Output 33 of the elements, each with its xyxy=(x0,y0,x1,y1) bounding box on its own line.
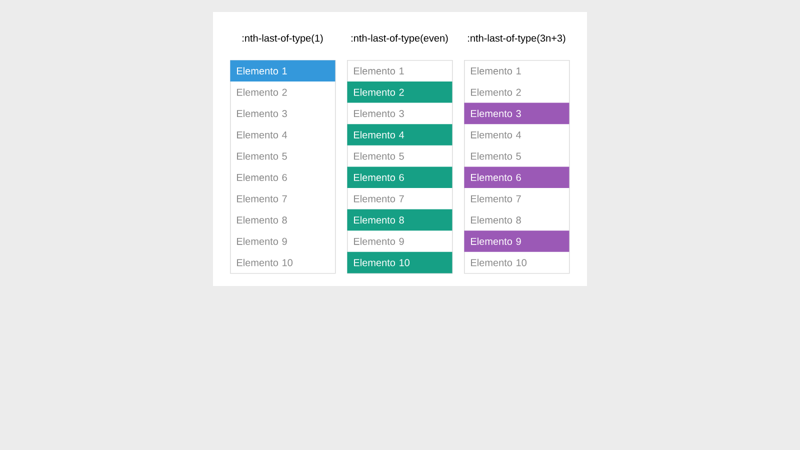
column-heading: :nth-last-of-type(even) xyxy=(352,34,448,44)
highlighted-list-item: Elemento 9 xyxy=(464,230,570,252)
list-item: Elemento 6 xyxy=(237,174,287,182)
list-item: Elemento 4 xyxy=(471,131,522,138)
highlighted-list-item: Elemento 6 xyxy=(347,166,452,188)
highlighted-list-item: Elemento 8 xyxy=(347,209,452,231)
list-item: Elemento 7 xyxy=(354,194,404,202)
list-item: Elemento 5 xyxy=(471,152,521,160)
list-item: Elemento 9 xyxy=(237,238,287,245)
highlighted-list-item: Elemento 1 xyxy=(230,60,336,82)
list-item: Elemento 8 xyxy=(237,216,287,224)
list-item: Elemento 2 xyxy=(237,88,287,96)
highlighted-list-item: Elemento 10 xyxy=(347,252,452,274)
highlighted-list-item: Elemento 2 xyxy=(347,82,452,103)
list-item: Elemento 4 xyxy=(237,131,288,138)
highlighted-list-item: Elemento 4 xyxy=(347,124,452,146)
list-item: Elemento 10 xyxy=(237,258,292,266)
list-item: Elemento 5 xyxy=(237,152,287,160)
list-item: Elemento 1 xyxy=(354,67,404,75)
column-heading: :nth-last-of-type(1) xyxy=(242,34,323,44)
list-item: Elemento 1 xyxy=(471,67,521,75)
list-item: Elemento 2 xyxy=(471,88,521,96)
list-item: Elemento 9 xyxy=(354,238,404,245)
list-item: Elemento 7 xyxy=(237,194,287,202)
list-item: Elemento 7 xyxy=(471,194,521,202)
highlighted-list-item: Elemento 6 xyxy=(464,166,570,188)
highlighted-list-item: Elemento 3 xyxy=(464,102,570,124)
list-item: Elemento 3 xyxy=(354,110,404,118)
list-item: Elemento 10 xyxy=(471,258,526,266)
list-item: Elemento 3 xyxy=(237,110,287,118)
list-item: Elemento 8 xyxy=(471,216,521,224)
list-item: Elemento 5 xyxy=(354,152,404,160)
column-heading: :nth-last-of-type(3n+3) xyxy=(468,34,566,44)
